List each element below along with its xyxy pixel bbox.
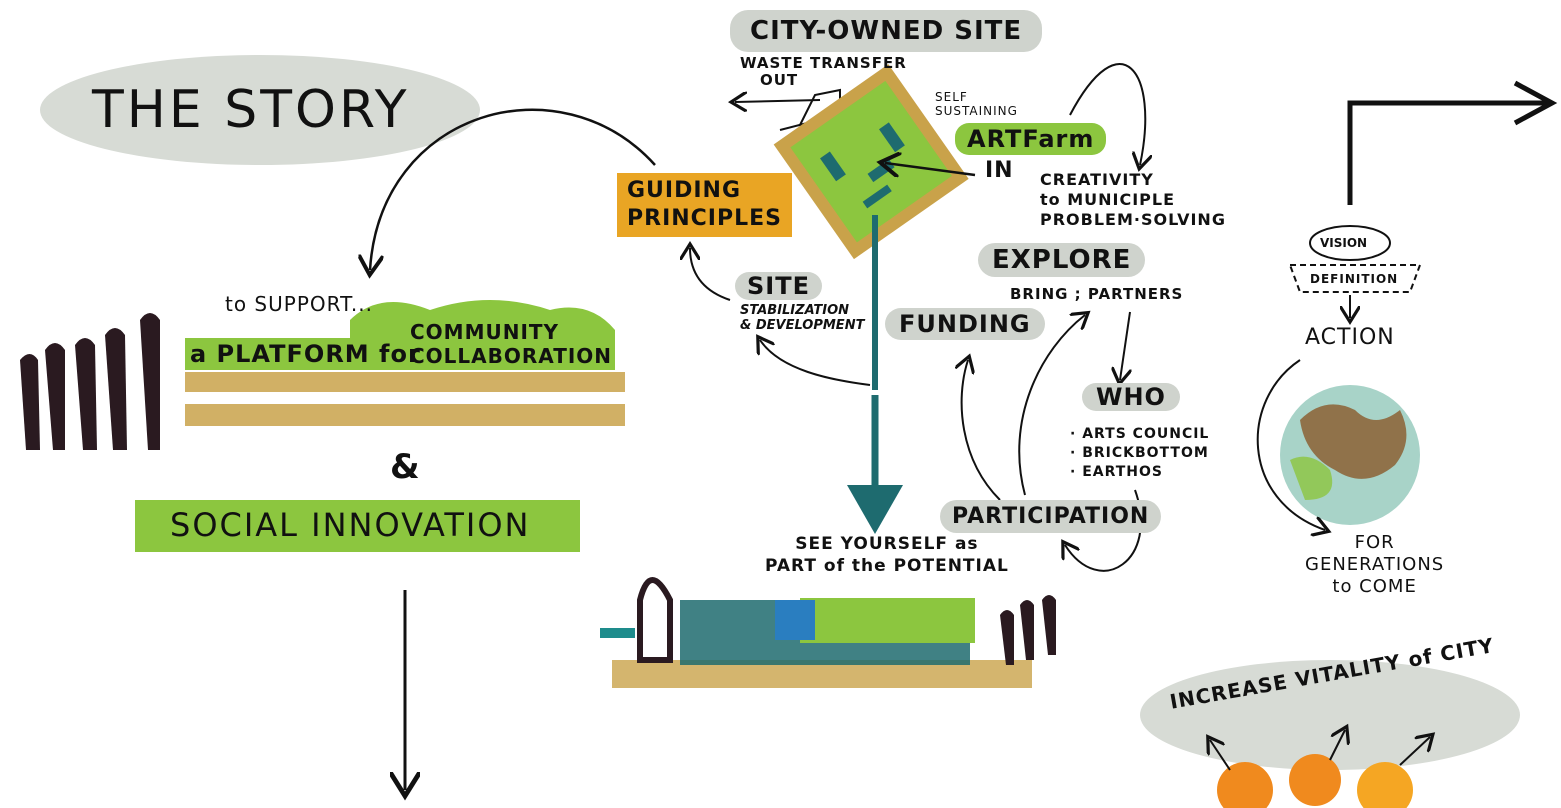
- generations-line2: GENERATIONS: [1305, 554, 1445, 575]
- social-innovation-label: SOCIAL INNOVATION: [170, 506, 531, 544]
- explore-sub-label: BRING ; PARTNERS: [1010, 285, 1184, 303]
- guiding-line: GUIDING: [627, 178, 742, 203]
- who-list: · ARTS COUNCIL · BRICKBOTTOM · EARTHOS: [1070, 425, 1209, 482]
- waste-transfer-line1: WASTE TRANSFER: [740, 54, 907, 72]
- platform-tan-bar-1: [185, 372, 625, 392]
- action-label: ACTION: [1305, 325, 1395, 350]
- arrow-explore-to-who: [1120, 311, 1130, 380]
- collaboration-label: COLLABORATION: [410, 344, 613, 368]
- participation-label: PARTICIPATION: [940, 500, 1162, 533]
- sustaining-line: SUSTAINING: [935, 104, 1018, 118]
- site-plan-square: [773, 64, 969, 260]
- platform-tan-bar-2: [185, 404, 625, 426]
- arrow-right-elbow-head: [1513, 80, 1558, 126]
- site-tag: CITY-OWNED SITE: [730, 10, 1043, 52]
- social-innovation-bar: [135, 500, 580, 552]
- ampersand: &: [390, 447, 421, 487]
- support-intro-label: to SUPPORT...: [225, 292, 373, 316]
- globe-land: [1300, 404, 1407, 479]
- who-item-arts-council: · ARTS COUNCIL: [1070, 426, 1210, 442]
- self-line: SELF: [935, 90, 968, 104]
- vision-ellipse: [1309, 225, 1391, 261]
- creativity-line2: to MUNICIPLE: [1040, 190, 1176, 209]
- community-label: COMMUNITY: [410, 320, 560, 344]
- flower-people: [1210, 730, 1430, 808]
- site-sub-label: STABILIZATION & DEVELOPMENT: [740, 303, 864, 333]
- who-label: WHO: [1082, 383, 1180, 411]
- platform-label: a PLATFORM for: [190, 340, 421, 368]
- see-yourself-sketch: [600, 577, 1056, 688]
- generations-label: FOR GENERATIONS to COME: [1305, 532, 1444, 598]
- see-yourself-line2: PART of the POTENTIAL: [765, 556, 1009, 576]
- creativity-label: CREATIVITY to MUNICIPLE PROBLEM·SOLVING: [1040, 170, 1226, 230]
- title-wash: [40, 55, 480, 165]
- development-line: & DEVELOPMENT: [740, 318, 865, 333]
- who-item-earthos: · EARTHOS: [1070, 464, 1163, 480]
- self-sustaining-label: SELF SUSTAINING: [935, 90, 1018, 118]
- arrow-stem-to-site: [760, 340, 871, 386]
- arrow-site-to-principles: [690, 248, 731, 301]
- creativity-line3: PROBLEM·SOLVING: [1040, 210, 1226, 229]
- definition-label: DEFINITION: [1310, 272, 1399, 286]
- vision-label: VISION: [1320, 236, 1368, 250]
- platform-green-bar: [185, 338, 615, 370]
- arrow-artfarm-to-creativity: [1069, 63, 1145, 165]
- funding-label: FUNDING: [885, 308, 1045, 340]
- see-yourself-label: SEE YOURSELF as PART of the POTENTIAL: [765, 533, 1009, 577]
- waste-transfer-line2: OUT: [760, 71, 799, 89]
- who-item-brickbottom: · BRICKBOTTOM: [1070, 445, 1209, 461]
- arrow-action-around-globe: [1256, 359, 1325, 530]
- explore-label: EXPLORE: [978, 243, 1146, 277]
- site-label: SITE: [735, 272, 822, 300]
- artfarm-in-label: IN: [985, 158, 1014, 183]
- guiding-principles-label: GUIDING PRINCIPLES: [617, 173, 793, 237]
- generations-line3: to COME: [1332, 576, 1417, 597]
- people-group-left: [20, 313, 160, 450]
- arrow-participation-to-explore: [1018, 315, 1085, 496]
- globe-land-green: [1290, 456, 1333, 500]
- arrow-participation-to-funding: [962, 360, 1001, 501]
- generations-line1: FOR: [1354, 532, 1395, 553]
- stabilization-line: STABILIZATION: [740, 303, 850, 318]
- see-yourself-line1: SEE YOURSELF as: [795, 534, 979, 554]
- arrow-right-elbow: [1347, 100, 1550, 205]
- principles-line: PRINCIPLES: [627, 206, 783, 231]
- waste-transfer-label: WASTE TRANSFER OUT: [740, 55, 907, 89]
- arrow-principles-to-support: [370, 108, 656, 270]
- arrow-in-to-site: [885, 163, 976, 175]
- page-title: THE STORY: [92, 80, 410, 140]
- creativity-line1: CREATIVITY: [1040, 170, 1154, 189]
- artfarm-label: ARTFarm: [955, 123, 1107, 155]
